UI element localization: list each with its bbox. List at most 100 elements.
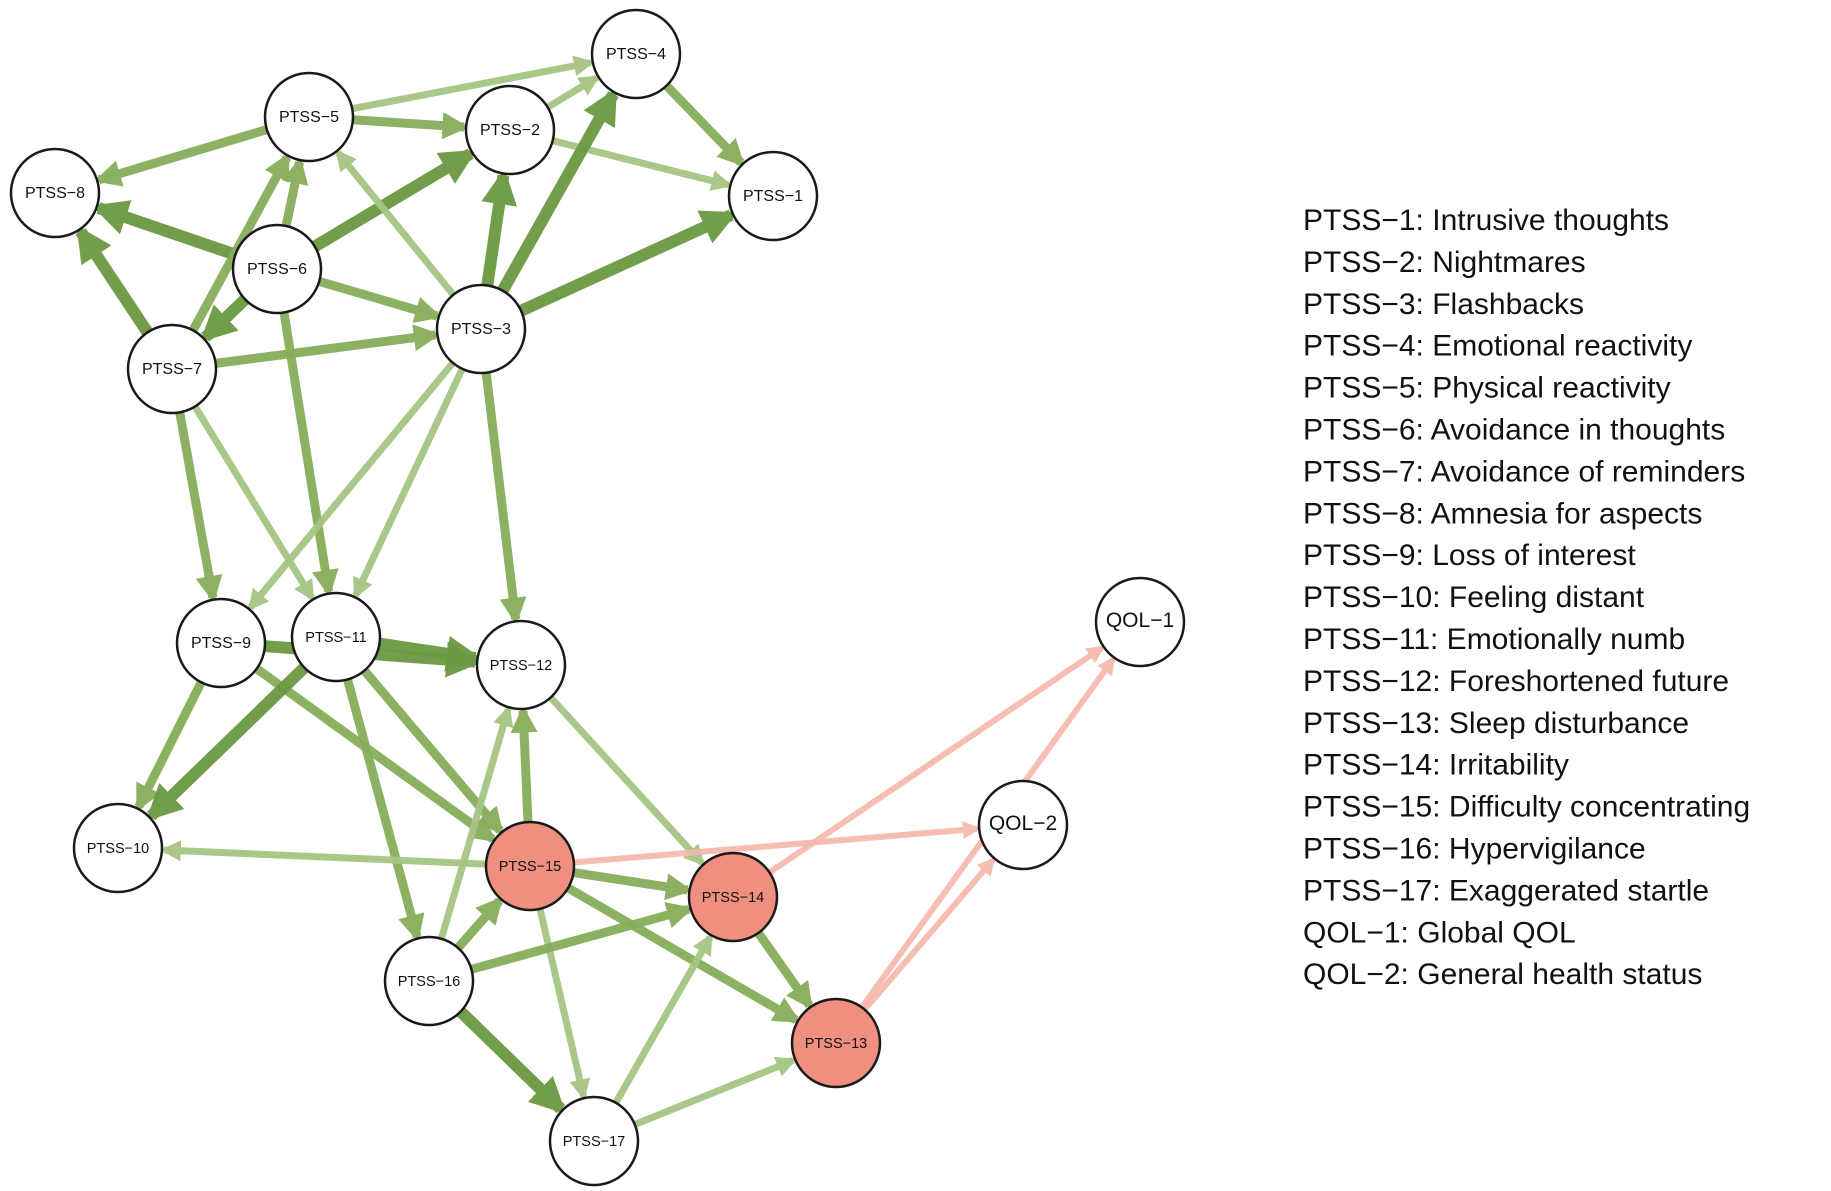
node-circle: [175, 597, 267, 689]
edge-ptss-11-to-ptss-10: [145, 663, 309, 822]
edge-ptss-9-to-ptss-10: [134, 680, 206, 812]
legend-item: PTSS−12: Foreshortened future: [1303, 665, 1729, 698]
node-ptss-16: PTSS−16: [383, 935, 475, 1027]
node-ptss-10: PTSS−10: [72, 802, 164, 894]
node-ptss-1: PTSS−1: [727, 150, 819, 242]
node-label: PTSS−13: [805, 1036, 867, 1052]
node-circle: [790, 997, 882, 1089]
edge-ptss-11-to-ptss-12: [378, 636, 483, 672]
edge-ptss-15-to-ptss-17: [536, 908, 591, 1101]
node-label: PTSS−17: [563, 1134, 625, 1150]
edge-ptss-5-to-ptss-2: [352, 112, 470, 140]
node-label: PTSS−9: [191, 635, 251, 652]
edge-ptss-3-to-ptss-11: [352, 367, 466, 600]
edge-ptss-16-to-ptss-15: [454, 896, 504, 951]
edge-ptss-15-to-ptss-13: [565, 884, 801, 1024]
legend-item: PTSS−14: Irritability: [1303, 749, 1569, 782]
node-circle: [231, 223, 323, 315]
edge-ptss-3-to-ptss-9: [247, 360, 456, 611]
node-ptss-4: PTSS−4: [590, 8, 682, 100]
node-ptss-11: PTSS−11: [290, 591, 382, 683]
node-circle: [9, 147, 101, 239]
legend-item: PTSS−4: Emotional reactivity: [1303, 330, 1692, 363]
node-label: QOL−2: [989, 812, 1057, 835]
edge-ptss-17-to-ptss-14: [612, 933, 714, 1105]
legend-item: QOL−2: General health status: [1303, 958, 1702, 991]
node-label: PTSS−8: [25, 185, 85, 202]
edge-ptss-3-to-ptss-4: [497, 87, 619, 294]
node-ptss-17: PTSS−17: [548, 1095, 640, 1187]
legend-item: PTSS−10: Feeling distant: [1303, 581, 1645, 614]
edge-ptss-4-to-ptss-1: [663, 82, 745, 167]
edge-ptss-6-to-ptss-2: [311, 148, 477, 252]
legend-item: PTSS−8: Amnesia for aspects: [1303, 497, 1702, 530]
node-qol-2: QOL−2: [977, 779, 1069, 871]
node-ptss-12: PTSS−12: [475, 619, 567, 711]
edge-ptss-6-to-ptss-7: [200, 294, 250, 343]
edge-ptss-6-to-ptss-5: [281, 156, 309, 227]
node-ptss-15: PTSS−15: [484, 820, 576, 912]
edge-ptss-14-to-qol-1: [767, 645, 1105, 875]
edge-ptss-7-to-ptss-11: [192, 404, 315, 602]
node-circle: [383, 935, 475, 1027]
node-label: PTSS−7: [142, 361, 202, 378]
legend-item: PTSS−7: Avoidance of reminders: [1303, 455, 1745, 488]
node-label: PTSS−1: [743, 188, 803, 205]
node-circle: [1094, 576, 1186, 668]
node-label: PTSS−4: [606, 46, 666, 63]
legend-item: PTSS−15: Difficulty concentrating: [1303, 791, 1750, 824]
node-ptss-13: PTSS−13: [790, 997, 882, 1089]
node-ptss-7: PTSS−7: [126, 323, 218, 415]
node-ptss-6: PTSS−6: [231, 223, 323, 315]
edge-ptss-15-to-ptss-10: [159, 840, 487, 868]
node-label: QOL−1: [1106, 609, 1174, 632]
edge-ptss-5-to-ptss-8: [93, 125, 269, 187]
node-circle: [464, 84, 556, 176]
legend-item: PTSS−5: Physical reactivity: [1303, 372, 1671, 405]
node-ptss-14: PTSS−14: [687, 851, 779, 943]
node-ptss-9: PTSS−9: [175, 597, 267, 689]
node-circle: [475, 619, 567, 711]
legend-item: PTSS−1: Intrusive thoughts: [1303, 204, 1669, 237]
edge-ptss-7-to-ptss-8: [75, 225, 153, 336]
node-label: PTSS−3: [451, 321, 511, 338]
node-label: PTSS−10: [87, 841, 149, 857]
edge-ptss-11-to-ptss-16: [343, 678, 425, 942]
edge-ptss-3-to-ptss-12: [481, 372, 527, 625]
edge-ptss-17-to-ptss-13: [633, 1056, 798, 1128]
legend-item: PTSS−17: Exaggerated startle: [1303, 874, 1709, 907]
node-circle: [126, 323, 218, 415]
edge-ptss-6-to-ptss-3: [317, 277, 443, 323]
edge-ptss-16-to-ptss-17: [456, 1007, 567, 1115]
edge-ptss-14-to-ptss-13: [754, 930, 814, 1010]
node-qol-1: QOL−1: [1094, 576, 1186, 668]
node-circle: [435, 283, 527, 375]
node-label: PTSS−16: [398, 974, 460, 990]
node-ptss-8: PTSS−8: [9, 147, 101, 239]
node-ptss-5: PTSS−5: [263, 71, 355, 163]
node-label: PTSS−15: [499, 859, 561, 875]
edge-ptss-7-to-ptss-3: [215, 324, 441, 368]
node-label: PTSS−6: [247, 261, 307, 278]
edge-ptss-9-to-ptss-15: [254, 665, 498, 843]
edge-ptss-2-to-ptss-4: [545, 74, 601, 111]
edge-ptss-13-to-qol-2: [862, 857, 996, 1012]
node-label: PTSS−11: [305, 630, 366, 646]
node-label: PTSS−2: [480, 122, 540, 139]
node-circle: [263, 71, 355, 163]
edge-ptss-5-to-ptss-4: [351, 55, 595, 113]
edge-ptss-15-to-ptss-12: [510, 705, 538, 823]
legend-item: PTSS−13: Sleep disturbance: [1303, 707, 1689, 740]
node-label: PTSS−14: [702, 890, 764, 906]
node-circle: [72, 802, 164, 894]
edge-ptss-16-to-ptss-14: [470, 902, 694, 974]
node-label: PTSS−5: [279, 109, 339, 126]
node-ptss-3: PTSS−3: [435, 283, 527, 375]
node-circle: [590, 8, 682, 100]
node-circle: [687, 851, 779, 943]
edge-ptss-6-to-ptss-11: [279, 311, 339, 597]
nodes-layer: PTSS−1PTSS−2PTSS−3PTSS−4PTSS−5PTSS−6PTSS…: [9, 8, 1186, 1187]
edge-ptss-16-to-ptss-12: [437, 705, 514, 940]
